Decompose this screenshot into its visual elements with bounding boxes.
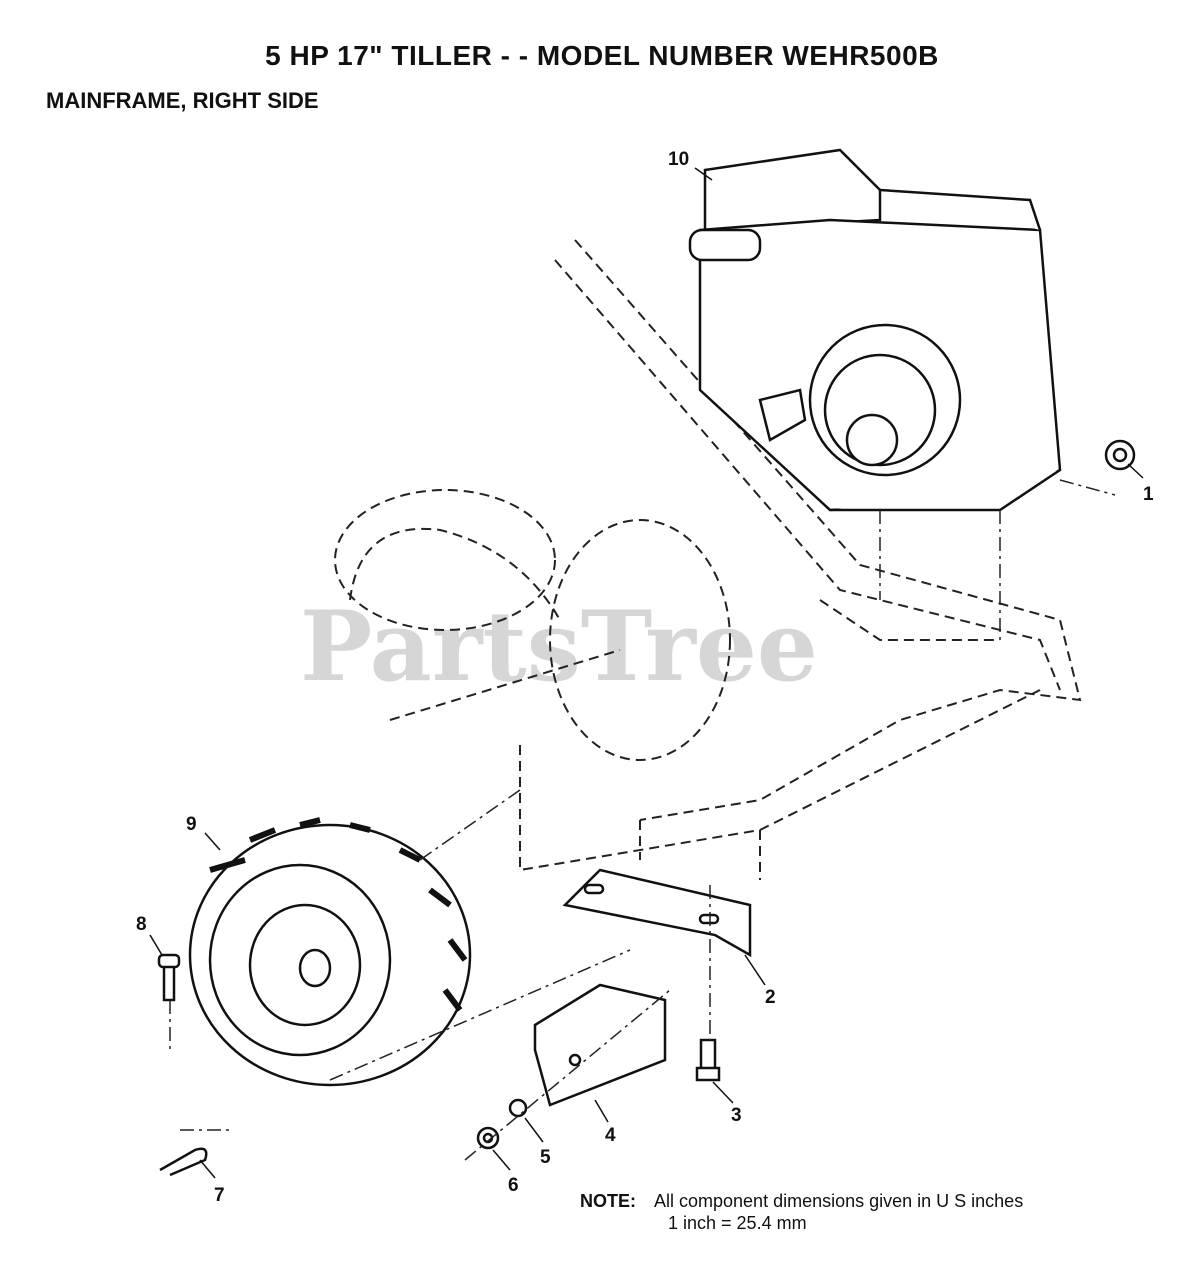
section-subtitle: MAINFRAME, RIGHT SIDE: [46, 88, 319, 113]
note-line-2: 1 inch = 25.4 mm: [668, 1213, 807, 1233]
washer-5: [508, 1098, 528, 1118]
clevis-pin: [157, 953, 181, 1002]
callout-2: 2: [765, 987, 776, 1008]
callout-4: 4: [605, 1125, 616, 1146]
callout-8: 8: [136, 914, 147, 935]
callout-7: 7: [214, 1185, 225, 1206]
mainframe-phantom: [334, 239, 1082, 880]
nut-6: [476, 1126, 500, 1150]
watermark: PartsTree: [300, 590, 818, 703]
callout-9: 9: [186, 814, 197, 835]
note-line-1: All component dimensions given in U S in…: [654, 1191, 1024, 1211]
note-label: NOTE:: [580, 1191, 636, 1211]
leader-lines: [169, 479, 1116, 1161]
hairpin-clip: [159, 1147, 208, 1177]
bracket-plate: [562, 868, 752, 958]
wheel-tire: [188, 817, 472, 1087]
callout-10: 10: [668, 149, 689, 170]
bolt-3: [695, 1038, 721, 1082]
callout-5: 5: [540, 1147, 551, 1168]
callout-6: 6: [508, 1175, 519, 1196]
dimension-note: NOTE: All component dimensions given in U…: [580, 1190, 1023, 1234]
callout-1: 1: [1143, 484, 1154, 505]
engine: [688, 148, 1062, 512]
page-title: 5 HP 17" TILLER - - MODEL NUMBER WEHR500…: [265, 40, 939, 71]
callout-3: 3: [731, 1105, 742, 1126]
callout-leaders: [149, 167, 1144, 1179]
weight-block: [533, 983, 667, 1107]
nut-1: [1104, 439, 1136, 471]
